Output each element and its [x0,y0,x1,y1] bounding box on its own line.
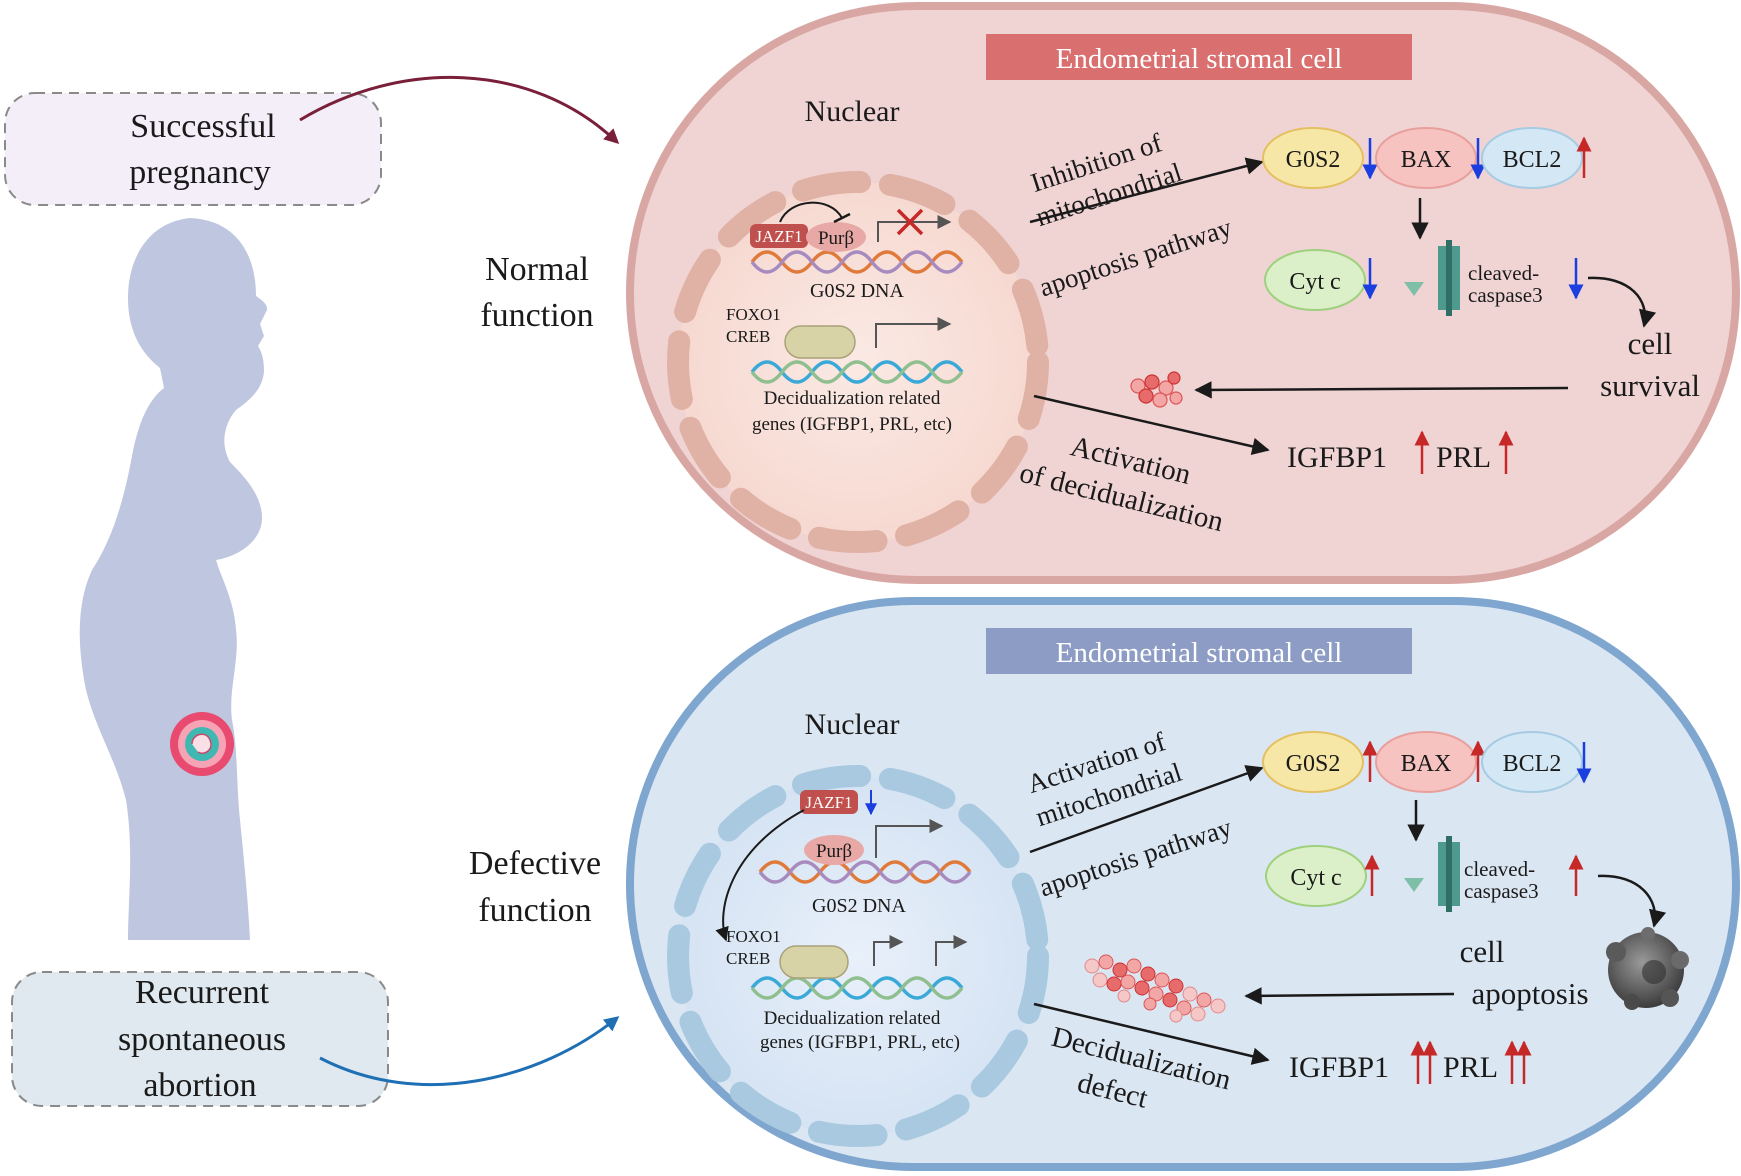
defective-purb-label: Purβ [816,841,852,862]
defective-cell-cluster-icon [1084,954,1226,1023]
defective-bax-label: BAX [1401,751,1452,777]
defective-purb-pill [804,835,864,865]
defective-cell-header [986,628,1412,674]
normal-jazf1-label: JAZF1 [755,227,802,246]
normal-caspase-icon [1404,282,1424,296]
successful-pregnancy-box [4,92,382,206]
recurrent-abortion-box [11,971,389,1107]
recurrent-abortion-line2: spontaneous [118,1021,286,1058]
normal-survival-arrow [1194,381,1569,399]
recurrent-abortion-line3: abortion [143,1067,256,1104]
defective-igfbp1-label: IGFBP1 [1289,1051,1389,1084]
normal-g0s2-dna-label: G0S2 DNA [810,280,904,302]
normal-outcome-line2: survival [1600,368,1700,403]
defective-outcome-line2: apoptosis [1471,976,1588,1011]
normal-bax-protein [1375,127,1477,189]
recurrent-abortion-line1: Recurrent [135,974,270,1011]
defective-g0s2-label: G0S2 [1286,751,1341,777]
defective-outcome-line1: cell [1460,934,1505,969]
normal-function-line1: Normal [485,251,589,288]
defective-function-line1: Defective [469,845,601,882]
normal-g0s2-protein [1262,127,1364,189]
normal-g0s2-label: G0S2 [1286,147,1341,173]
normal-decidualization-arrow [1033,394,1270,455]
normal-cell-header [986,34,1412,80]
normal-purb-label: Purβ [818,228,854,249]
pregnant-woman-silhouette [79,218,268,940]
blocked-transcription-icon [896,208,924,236]
normal-healthy-cells-icon [1130,371,1183,408]
defective-cytc-protein [1265,845,1367,907]
defective-g0s2-protein [1262,731,1364,793]
normal-bcl2-label: BCL2 [1503,147,1562,173]
normal-prl-label: PRL [1436,441,1491,474]
defective-decidualization-arrow [1033,1002,1270,1065]
normal-decid-genes-line1: Decidualization related [764,388,941,409]
defective-nuclear-envelope [667,765,1049,1147]
normal-bax-label: BAX [1401,147,1452,173]
apoptotic-cell-icon [1606,927,1689,1010]
normal-caspase-line2: caspase3 [1468,283,1543,307]
defective-caspase-line1: cleaved- [1464,857,1535,881]
defective-apoptosis-arrow [1244,987,1455,1005]
defective-cell-header-text: Endometrial stromal cell [1056,637,1343,669]
defective-creb-label: CREB [726,949,770,968]
pregnancy-to-normal-arrow [299,75,620,145]
normal-nuclear-label: Nuclear [805,95,900,128]
defective-bcl2-label: BCL2 [1503,751,1562,777]
successful-pregnancy-line1: Successful [130,108,275,145]
defective-jazf1-pill [800,790,858,814]
normal-cytc-label: Cyt c [1289,269,1340,295]
defective-prl-label: PRL [1443,1051,1498,1084]
successful-pregnancy-line2: pregnancy [129,154,271,191]
normal-igfbp1-label: IGFBP1 [1287,441,1387,474]
defective-cytc-label: Cyt c [1290,865,1341,891]
normal-cytc-protein [1264,249,1366,311]
normal-foxo1-label: FOXO1 [726,305,781,324]
defective-caspase-icon [1404,878,1424,892]
defective-jazf1-label: JAZF1 [805,793,852,812]
defective-nuclear-label: Nuclear [805,708,900,741]
normal-decid-genes-line2: genes (IGFBP1, PRL, etc) [752,414,952,435]
defective-tf-complex [779,945,849,979]
defective-bax-protein [1375,731,1477,793]
defective-foxo1-label: FOXO1 [726,927,781,946]
normal-cell-header-text: Endometrial stromal cell [1056,43,1343,75]
normal-jazf1-pill [750,224,808,248]
normal-tf-complex [784,325,856,359]
normal-caspase-line1: cleaved- [1468,261,1539,285]
defective-function-line2: function [478,892,591,929]
normal-outcome-line1: cell [1628,326,1673,361]
normal-cell: Endometrial stromal cell Nuclear JAZF1 P… [626,2,1740,584]
normal-purb-pill [806,222,866,252]
defective-caspase-line2: caspase3 [1464,879,1539,903]
normal-function-line2: function [480,297,593,334]
normal-pathway-arrow [1029,157,1264,224]
normal-creb-label: CREB [726,327,770,346]
abortion-to-defective-arrow [319,1016,620,1087]
defective-decid-genes-line1: Decidualization related [764,1008,941,1029]
defective-bcl2-protein [1481,731,1583,793]
defective-pathway-arrow [1029,765,1264,854]
defective-decid-genes-line2: genes (IGFBP1, PRL, etc) [760,1032,960,1053]
defective-cell: Endometrial stromal cell Nuclear JAZF1 P… [626,597,1740,1171]
normal-bcl2-protein [1481,127,1583,189]
defective-g0s2-dna-label: G0S2 DNA [812,895,906,917]
normal-nuclear-envelope [667,171,1049,553]
